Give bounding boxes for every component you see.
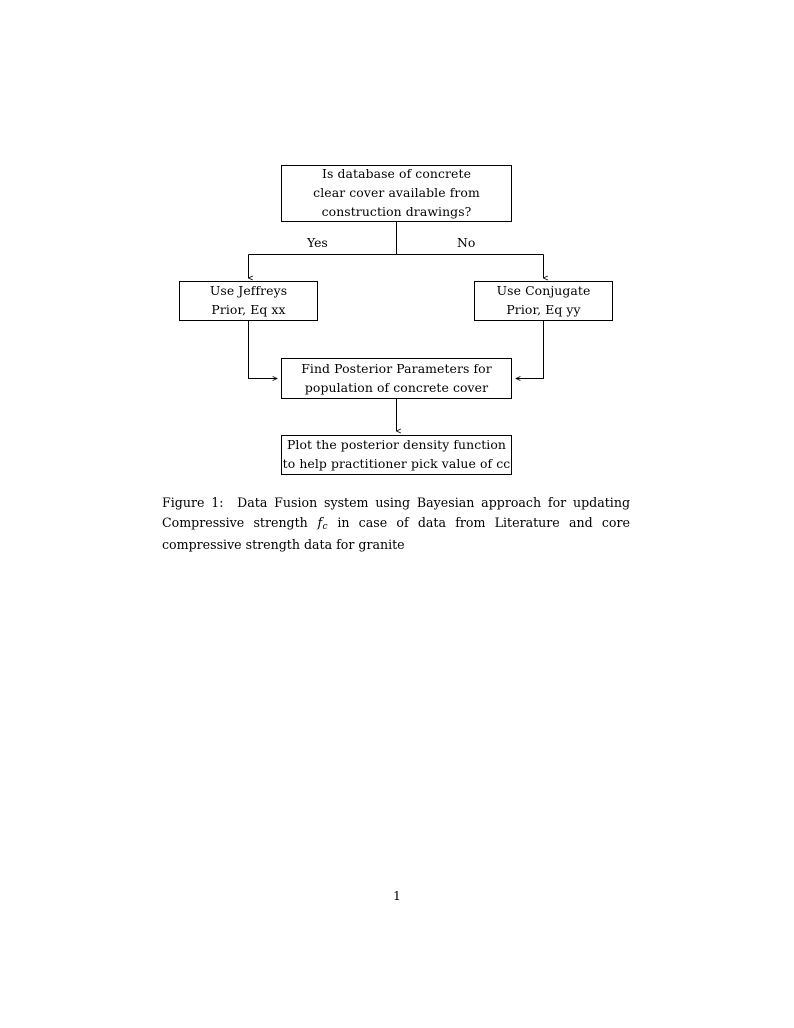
flowchart-figure: Is database of concrete clear cover avai… [0,0,794,490]
find-posterior-box: Find Posterior Parameters for population… [281,358,512,399]
decision-box: Is database of concrete clear cover avai… [281,165,512,222]
jeffreys-prior-box-line-1: Use Jeffreys [209,283,288,299]
jeffreys-prior-box-line-2: Prior, Eq xx [211,302,286,317]
figure-caption-label: Figure 1: [162,495,224,510]
plot-density-box-line-1: Plot the posterior density function [286,437,507,453]
edge-conjugate-to-posterior [516,321,544,379]
conjugate-prior-box-line-2: Prior, Eq yy [506,302,581,317]
conjugate-prior-box-line-1: Use Conjugate [496,283,591,299]
plot-density-box-line-2: to help practitioner pick value of cc [282,456,511,471]
find-posterior-box-line-2: population of concrete cover [304,379,489,395]
decision-box-line-3: construction drawings? [321,203,472,219]
figure-caption-text-before-math: Data Fusion system using Bayesian approa… [162,495,631,531]
conjugate-prior-box: Use Conjugate Prior, Eq yy [474,281,613,321]
flowchart-connectors [0,222,794,490]
figure-caption: Figure 1: Data Fusion system using Bayes… [162,493,630,555]
edge-jeffreys-to-posterior [248,321,278,379]
figure-caption-text-after-math: in case of data from Literature and core… [162,515,630,553]
decision-box-line-1: Is database of concrete [322,166,471,182]
decision-box-line-2: clear cover available from [313,185,480,201]
find-posterior-box-line-1: Find Posterior Parameters for [301,360,492,376]
page-number: 1 [393,888,401,903]
math-subscript-c: c [322,522,328,533]
branch-label-yes: Yes [307,235,328,250]
figure-caption-math-fc: fc [317,515,328,533]
plot-density-box: Plot the posterior density function to h… [281,435,512,475]
math-base-f: f [317,515,323,531]
branch-label-no: No [457,235,476,250]
jeffreys-prior-box: Use Jeffreys Prior, Eq xx [179,281,318,321]
